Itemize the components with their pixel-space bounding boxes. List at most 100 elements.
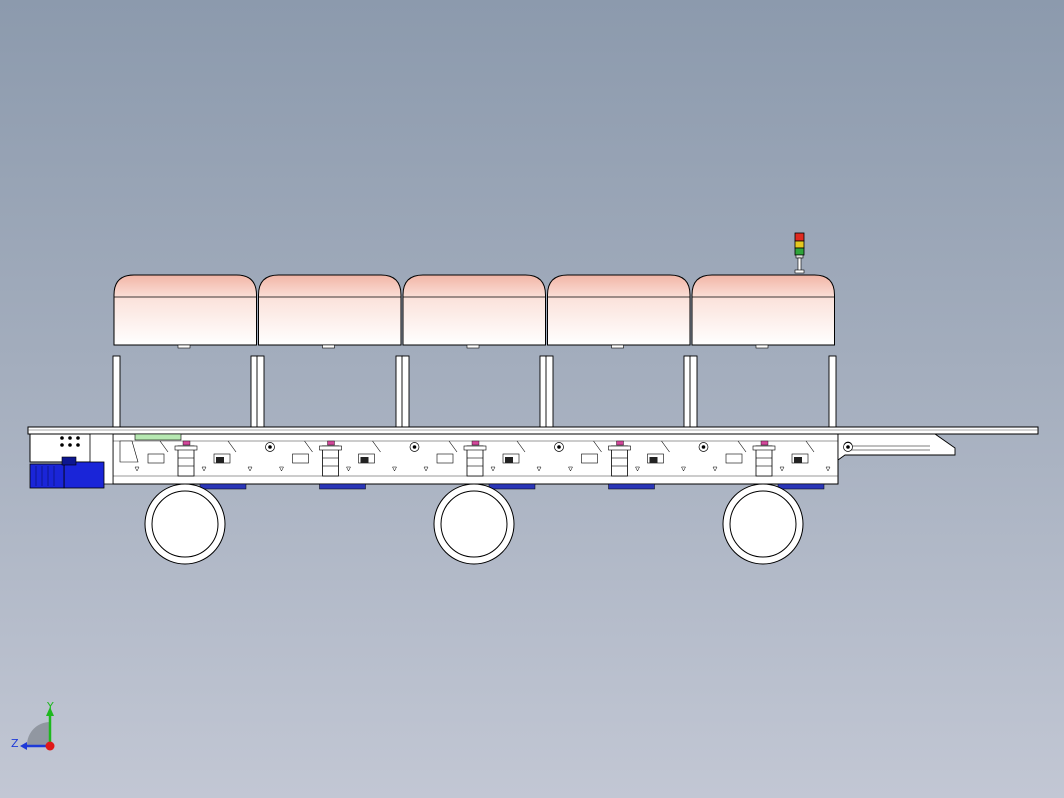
mount-hole bbox=[779, 466, 785, 472]
wheel-inner bbox=[151, 490, 219, 558]
guide-block bbox=[488, 483, 536, 490]
brace bbox=[304, 440, 313, 453]
cylinder bbox=[466, 445, 484, 477]
guide-block bbox=[608, 483, 655, 490]
hood-shell bbox=[113, 274, 257, 346]
brace bbox=[593, 440, 602, 453]
mount-hole bbox=[346, 466, 351, 472]
cylinder-cap bbox=[752, 445, 776, 451]
bracket bbox=[147, 453, 165, 464]
sensor bbox=[505, 457, 513, 463]
mount-hole bbox=[825, 466, 831, 472]
clamp-module bbox=[712, 440, 853, 490]
brace bbox=[737, 440, 747, 453]
wheel-rim bbox=[144, 483, 226, 565]
bolt bbox=[76, 436, 80, 440]
hood bbox=[402, 274, 546, 349]
mount-hole bbox=[635, 466, 640, 472]
wheel bbox=[433, 483, 515, 565]
bolt bbox=[60, 436, 64, 440]
frame-post-group bbox=[112, 355, 837, 483]
mount-hole bbox=[568, 466, 573, 472]
hood-group bbox=[113, 274, 835, 349]
hood-handle bbox=[466, 344, 480, 349]
cylinder bbox=[611, 445, 628, 477]
bracket bbox=[292, 453, 309, 464]
wheel bbox=[722, 483, 804, 565]
coordinate-triad: Y Z bbox=[11, 700, 55, 751]
wheel-rim bbox=[433, 483, 515, 565]
clamp-module-group bbox=[60, 436, 853, 490]
drive-panel bbox=[60, 436, 139, 463]
wheel-group bbox=[144, 483, 804, 565]
hood-shell bbox=[402, 274, 546, 346]
brace bbox=[516, 440, 526, 453]
valve-fitting bbox=[471, 440, 480, 446]
cylinder-cap bbox=[463, 445, 487, 451]
cylinder-cap bbox=[319, 445, 342, 451]
clamp-module bbox=[279, 440, 420, 490]
cylinder bbox=[177, 445, 195, 477]
drive-cover bbox=[119, 440, 139, 463]
valve-fitting bbox=[760, 440, 769, 446]
guide-block bbox=[319, 483, 366, 490]
bracket bbox=[581, 453, 598, 464]
mount-hole bbox=[392, 466, 397, 472]
brace bbox=[227, 440, 237, 453]
hood bbox=[547, 274, 691, 349]
valve-fitting bbox=[327, 440, 335, 446]
valve-fitting bbox=[616, 440, 624, 446]
sensor bbox=[649, 457, 658, 463]
hood bbox=[691, 274, 835, 349]
hood-handle bbox=[611, 344, 624, 349]
brace bbox=[661, 440, 670, 453]
hood-shell bbox=[547, 274, 691, 346]
mount-hole bbox=[201, 466, 207, 472]
clamp-module bbox=[568, 440, 709, 490]
bolt bbox=[68, 436, 72, 440]
hood-handle bbox=[177, 344, 191, 349]
sensor bbox=[360, 457, 369, 463]
cylinder bbox=[322, 445, 339, 477]
hood-shell bbox=[258, 274, 402, 346]
signal-tower bbox=[794, 232, 805, 274]
wheel-inner bbox=[440, 490, 508, 558]
cylinder bbox=[755, 445, 773, 477]
mount-hole bbox=[681, 466, 686, 472]
mount-hole bbox=[490, 466, 496, 472]
mount-hole bbox=[134, 466, 140, 472]
drive-motor bbox=[29, 456, 105, 489]
wheel bbox=[144, 483, 226, 565]
guide-block bbox=[777, 483, 825, 490]
brace bbox=[805, 440, 815, 453]
mount-hole bbox=[247, 466, 253, 472]
clamp-module bbox=[134, 440, 275, 490]
clamp-module bbox=[423, 440, 564, 490]
y-axis-label: Y bbox=[46, 700, 54, 713]
valve-fitting bbox=[182, 440, 191, 446]
sensor bbox=[794, 457, 802, 463]
mount-hole bbox=[423, 466, 429, 472]
mount-hole bbox=[279, 466, 284, 472]
hood bbox=[258, 274, 402, 349]
mount-hole bbox=[536, 466, 542, 472]
brace bbox=[159, 440, 169, 453]
hood-shell bbox=[691, 274, 835, 346]
cylinder-cap bbox=[608, 445, 631, 451]
guide-block bbox=[199, 483, 247, 490]
z-axis-label: Z bbox=[11, 737, 19, 750]
hood bbox=[113, 274, 257, 349]
bolt bbox=[60, 443, 64, 447]
mount-hole bbox=[712, 466, 718, 472]
brace bbox=[448, 440, 458, 453]
wheel-inner bbox=[729, 490, 797, 558]
wheel-rim bbox=[722, 483, 804, 565]
hood-handle bbox=[755, 344, 769, 349]
hood-handle bbox=[322, 344, 335, 349]
sensor bbox=[216, 457, 224, 463]
cylinder-cap bbox=[174, 445, 198, 451]
bracket bbox=[725, 453, 743, 464]
bolt bbox=[68, 443, 72, 447]
